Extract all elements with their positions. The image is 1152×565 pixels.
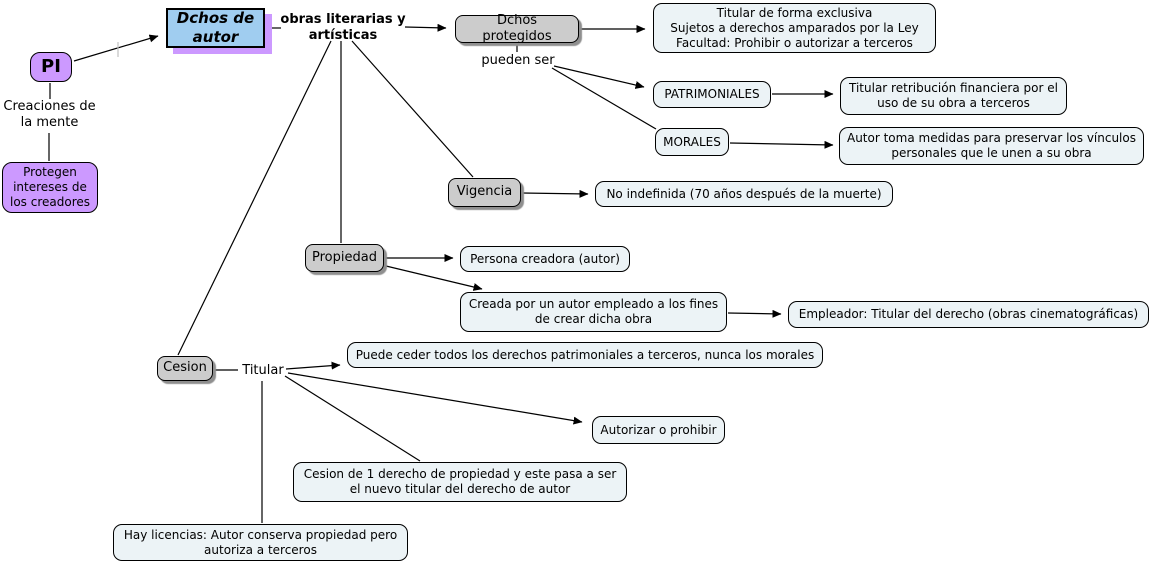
linking-phrase-creaciones[interactable]: Creaciones de la mente xyxy=(3,99,96,131)
node-protegen-intereses[interactable]: Protegen intereses de los creadores xyxy=(2,162,98,213)
node-persona-creadora[interactable]: Persona creadora (autor) xyxy=(460,246,630,272)
node-cesion[interactable]: Cesion xyxy=(157,356,213,381)
node-titular-exclusiva[interactable]: Titular de forma exclusiva Sujetos a der… xyxy=(653,3,936,53)
node-autorizar-o-prohibir[interactable]: Autorizar o prohibir xyxy=(592,416,725,444)
node-morales[interactable]: MORALES xyxy=(655,128,729,156)
node-propiedad[interactable]: Propiedad xyxy=(305,244,384,272)
node-pi[interactable]: PI xyxy=(30,52,72,82)
node-puede-ceder[interactable]: Puede ceder todos los derechos patrimoni… xyxy=(347,342,823,368)
node-creada-por-autor[interactable]: Creada por un autor empleado a los fines… xyxy=(460,292,727,332)
node-no-indefinida[interactable]: No indefinida (70 años después de la mue… xyxy=(595,181,893,207)
node-titular-retribucion[interactable]: Titular retribución financiera por el us… xyxy=(840,77,1067,115)
linking-phrase-titular[interactable]: Titular xyxy=(242,363,284,378)
node-hay-licencias[interactable]: Hay licencias: Autor conserva propiedad … xyxy=(113,524,408,561)
node-cesion-de-1-derecho[interactable]: Cesion de 1 derecho de propiedad y este … xyxy=(293,462,627,502)
node-dchos-protegidos[interactable]: Dchos protegidos xyxy=(455,13,579,44)
node-vigencia[interactable]: Vigencia xyxy=(448,178,521,207)
node-dchos-de-autor[interactable]: Dchos de autor xyxy=(166,8,265,48)
node-patrimoniales[interactable]: PATRIMONIALES xyxy=(653,81,771,108)
node-obras-literarias[interactable]: obras literarias y artísticas xyxy=(280,12,406,44)
linking-phrase-pueden-ser[interactable]: pueden ser xyxy=(481,53,555,68)
node-autor-medidas[interactable]: Autor toma medidas para preservar los ví… xyxy=(839,127,1144,165)
node-empleador[interactable]: Empleador: Titular del derecho (obras ci… xyxy=(788,301,1149,328)
